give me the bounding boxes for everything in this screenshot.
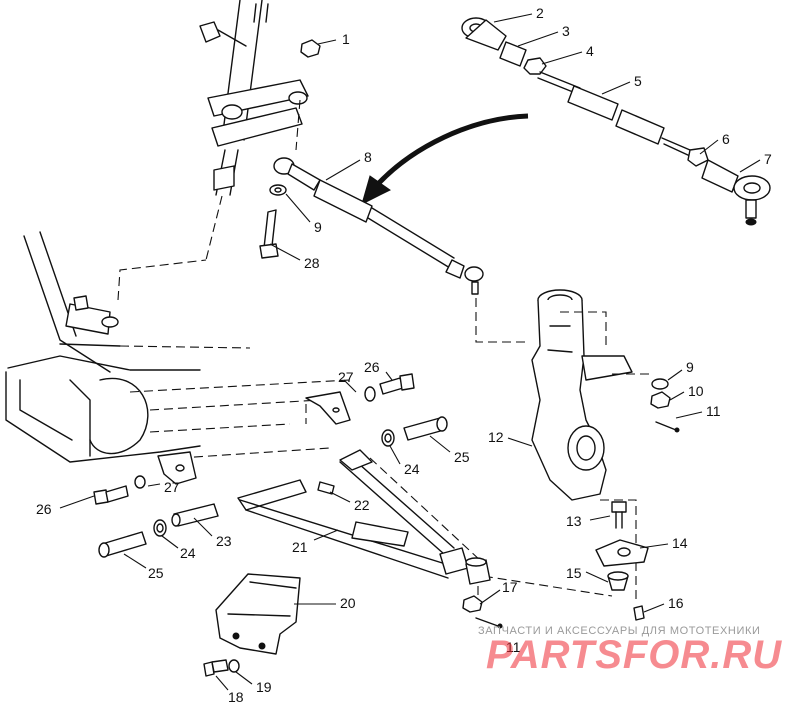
- callout-16: 16: [668, 595, 684, 611]
- washer-9-right: [651, 378, 669, 390]
- callout-labels: 1 2 3 4 5 6 7 8 9 28 12 9 10 11 27 26 24…: [36, 5, 772, 705]
- watermark-caption: ЗАПЧАСТИ И АКСЕССУАРЫ ДЛЯ МОТОТЕХНИКИ: [478, 625, 760, 637]
- callout-13: 13: [566, 513, 582, 529]
- callout-26-upper: 26: [364, 359, 380, 375]
- callout-19: 19: [256, 679, 272, 695]
- tie-rod-lower: [273, 157, 528, 343]
- callout-24-lower: 24: [180, 545, 196, 561]
- washer-9: [269, 184, 287, 196]
- callout-10: 10: [688, 383, 704, 399]
- nut-17: [462, 595, 483, 613]
- grease-fitting-22: [317, 481, 335, 495]
- steering-column: [205, 0, 309, 261]
- callout-8: 8: [364, 149, 372, 165]
- callout-24-upper: 24: [404, 461, 420, 477]
- callout-12: 12: [488, 429, 504, 445]
- callout-25-upper: 25: [454, 449, 470, 465]
- callout-9: 9: [314, 219, 322, 235]
- callout-11: 11: [706, 403, 721, 419]
- cotter-pin-11: [655, 421, 680, 433]
- bushing-ball: [465, 557, 491, 598]
- ball-joint-15: [607, 571, 629, 591]
- washer-27-lower: [134, 475, 146, 489]
- a-arm-21: [237, 449, 483, 579]
- callout-9-right: 9: [686, 359, 694, 375]
- callout-11-lower: 11: [506, 639, 521, 655]
- plate-connector: [469, 573, 613, 597]
- callout-27-lower: 27: [164, 479, 180, 495]
- sleeve-25-upper: [403, 416, 448, 441]
- callout-3: 3: [562, 23, 570, 39]
- bushing-24-lower: [153, 519, 167, 537]
- cable-clip: [199, 21, 247, 47]
- callout-27-upper: 27: [338, 369, 354, 385]
- skid-plate-20: [215, 573, 301, 655]
- callout-2: 2: [536, 5, 544, 21]
- bolt-28: [259, 209, 279, 259]
- bolt-26-upper: [379, 373, 415, 395]
- bolt-18: [203, 659, 229, 677]
- plate-14: [595, 539, 649, 567]
- callout-26-lower: 26: [36, 501, 52, 517]
- nut-1: [300, 39, 321, 58]
- bolt-16: [633, 605, 645, 621]
- callout-15: 15: [566, 565, 582, 581]
- washer-27-upper: [364, 386, 376, 402]
- callout-1: 1: [342, 31, 350, 47]
- callout-5: 5: [634, 73, 642, 89]
- nut-10: [650, 391, 671, 409]
- callout-6: 6: [722, 131, 730, 147]
- washer-19: [228, 659, 240, 673]
- callout-17: 17: [502, 579, 518, 595]
- tie-rod-upper: [461, 17, 771, 226]
- bracket-27: [305, 391, 351, 425]
- callout-18: 18: [228, 689, 244, 705]
- callout-28: 28: [304, 255, 320, 271]
- spindle-12: [531, 289, 652, 600]
- direction-arrow: [361, 113, 529, 205]
- bolt-13: [611, 501, 627, 529]
- callout-21: 21: [292, 539, 308, 555]
- watermark: ЗАПЧАСТИ И АКСЕССУАРЫ ДЛЯ МОТОТЕХНИКИ PA…: [478, 625, 782, 677]
- watermark-brand: PARTSFOR.RU: [486, 633, 782, 677]
- callout-22: 22: [354, 497, 370, 513]
- chassis-frame: [5, 231, 351, 485]
- leader-lines: [59, 13, 761, 691]
- sleeve-23: [171, 503, 219, 527]
- callout-14: 14: [672, 535, 688, 551]
- callout-23: 23: [216, 533, 232, 549]
- callout-25-lower: 25: [148, 565, 164, 581]
- callout-7: 7: [764, 151, 772, 167]
- callout-4: 4: [586, 43, 594, 59]
- callout-20: 20: [340, 595, 356, 611]
- cotter-pin-11-lower: [475, 617, 503, 629]
- bolt-26-lower: [93, 485, 129, 505]
- bushing-24-upper: [381, 429, 395, 447]
- sleeve-25-lower: [98, 531, 147, 558]
